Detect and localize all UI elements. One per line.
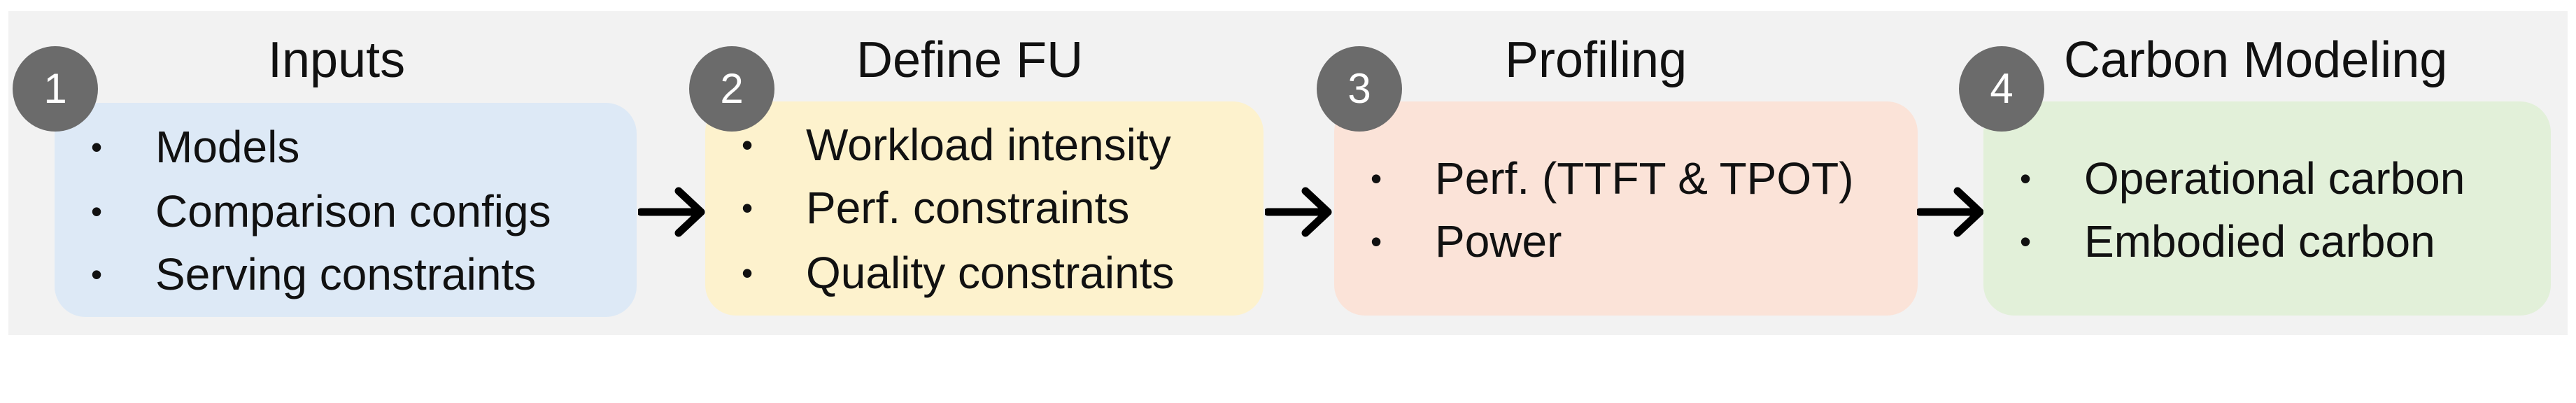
stage-1-badge: 1: [13, 46, 98, 132]
bullet-icon: •: [91, 193, 103, 229]
stage-3-box: •Perf. (TTFT & TPOT) •Power: [1334, 101, 1918, 316]
stage-1-title: Inputs: [268, 32, 406, 88]
stage-2-badge: 2: [689, 46, 774, 132]
bullet-icon: •: [91, 129, 103, 165]
stage-1-box: •Models •Comparison configs •Serving con…: [55, 103, 637, 317]
stage-3-title: Profiling: [1505, 32, 1687, 88]
stage-3-badge: 3: [1317, 46, 1402, 132]
bullet-icon: •: [2020, 160, 2032, 197]
arrow-right-icon: [638, 187, 705, 237]
bullet-icon: •: [742, 127, 753, 163]
bullet-icon: •: [742, 255, 753, 291]
bullet-icon: •: [1371, 160, 1382, 197]
bullet-icon: •: [2020, 223, 2032, 260]
stage-4-box: •Operational carbon •Embodied carbon: [1983, 101, 2551, 316]
stage-2-title: Define FU: [856, 32, 1084, 88]
bullet-icon: •: [91, 256, 103, 292]
stage-2-box: •Workload intensity •Perf. constraints •…: [705, 101, 1264, 316]
arrow-right-icon: [1917, 187, 1984, 237]
bullet-icon: •: [742, 190, 753, 226]
bullet-icon: •: [1371, 223, 1382, 260]
stage-4-badge: 4: [1959, 46, 2044, 132]
arrow-right-icon: [1265, 187, 1332, 237]
stage-4-title: Carbon Modeling: [2064, 32, 2448, 88]
